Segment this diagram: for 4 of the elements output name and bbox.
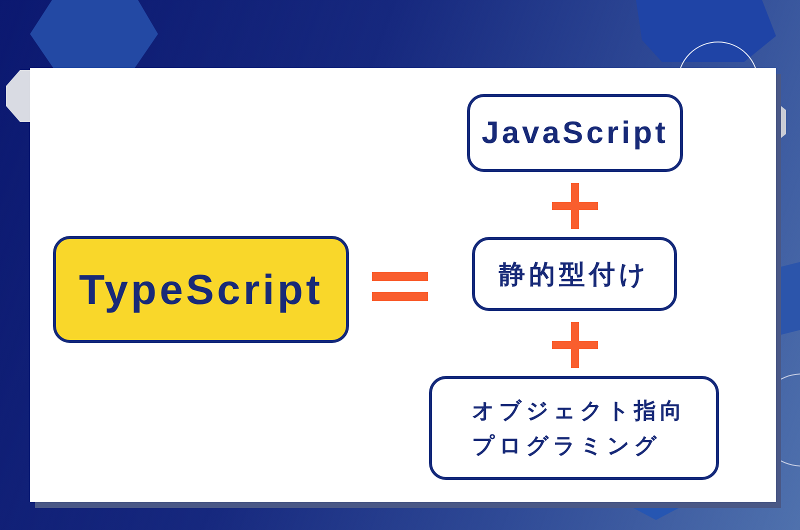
term-box: TypeScript — [53, 236, 349, 343]
term-box: オブジェクト指向プログラミング — [429, 376, 719, 480]
term-box: 静的型付け — [472, 237, 677, 311]
term-box: JavaScript — [467, 94, 683, 172]
